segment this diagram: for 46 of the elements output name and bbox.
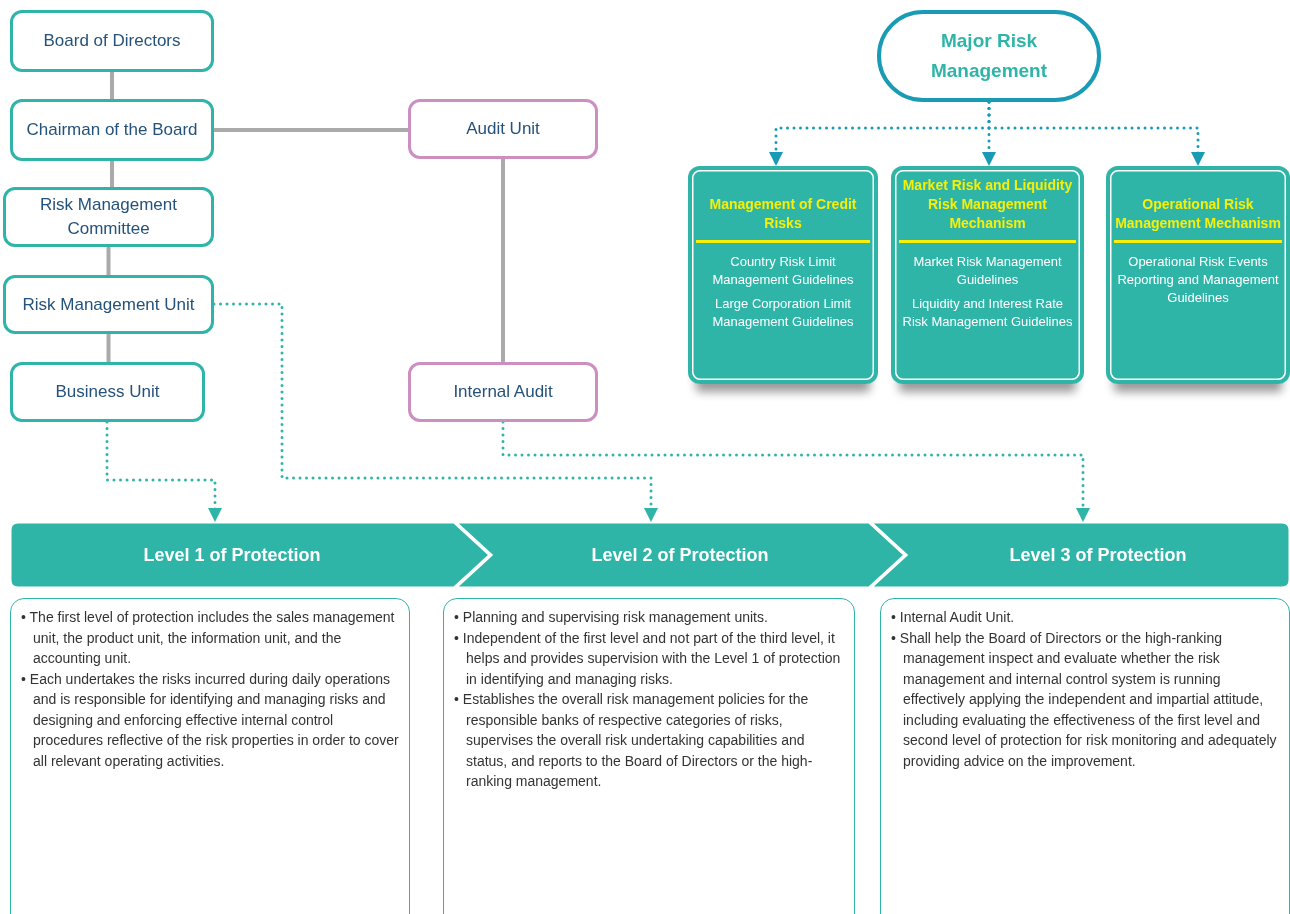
connector-line — [106, 334, 111, 362]
connector-line — [214, 128, 408, 132]
connector-line — [110, 161, 114, 187]
card-text: Operational Risk Events Reporting and Management Guidelines — [1116, 253, 1280, 307]
org-box — [10, 362, 205, 422]
box-label: Risk Management Unit — [22, 293, 195, 316]
category-card — [688, 166, 878, 384]
card-heading: Market Risk and Liquidity Risk Management Mechanism — [899, 176, 1076, 243]
card-text: Country Risk Limit Management Guidelines — [711, 253, 855, 289]
card-heading: Operational Risk Management Mechanism — [1114, 176, 1282, 243]
bullet-text: • Internal Audit Unit. — [891, 608, 1016, 627]
box-label: Internal Audit — [453, 381, 553, 403]
org-box — [408, 99, 598, 159]
bullet-text: • Shall help the Board of Directors or the high-ranking management inspect and evaluate whether the risk management and internal control system is running effectively applying the independent and impartial attitude, including evaluating the effectiveness of the first level and second level of protection for risk monitoring and adequately providing advice on the improvement. — [891, 628, 1278, 771]
box-label: Chairman of the Board — [26, 119, 198, 141]
card-text: Large Corporation Limit Management Guidelines — [711, 295, 855, 331]
category-card — [1106, 166, 1290, 384]
dotted-arrow — [987, 100, 1205, 168]
band-title: Level 2 of Protection — [591, 544, 769, 566]
connector-line — [110, 72, 114, 99]
org-box — [10, 99, 214, 161]
bullet-text: • The first level of protection includes the sales management unit, the product unit, the information unit, and the accounting unit. — [21, 608, 396, 668]
description-panel — [443, 598, 855, 914]
bullet-text: • Independent of the first level and not part of the third level, it helps and provides supervision with the Level 1 of protection in identifying and managing risks. — [454, 628, 842, 689]
org-box — [3, 275, 214, 334]
band-title: Level 1 of Protection — [143, 544, 321, 566]
bullet-text: • Each undertakes the risks incurred during daily operations and is responsible for identifying and managing risks and designing and enforcing effective internal control procedures reflective of the risk properties in order to cover all relevant operating activities. — [21, 669, 399, 771]
box-label: Risk Management Committee — [39, 194, 178, 240]
box-label: Audit Unit — [466, 118, 540, 140]
band-title: Level 3 of Protection — [1009, 544, 1187, 566]
box-label: Major Risk Management — [929, 29, 1049, 83]
connector-line — [106, 247, 111, 275]
connector-line — [501, 159, 505, 362]
card-text: Market Risk Management Guidelines — [912, 253, 1063, 289]
category-card — [891, 166, 1084, 384]
org-box — [408, 362, 598, 422]
description-panel — [10, 598, 410, 914]
card-text: Liquidity and Interest Rate Risk Management Guidelines — [901, 295, 1074, 331]
org-box — [10, 10, 214, 72]
card-heading: Management of Credit Risks — [696, 176, 870, 243]
bullet-text: • Planning and supervising risk management units. — [454, 608, 769, 627]
description-panel — [880, 598, 1290, 914]
box-label: Business Unit — [55, 381, 160, 403]
org-box — [3, 187, 214, 247]
bullet-text: • Establishes the overall risk management policies for the responsible banks of respective categories of risks, supervises the overall risk undertaking capabilities and status, and reports to the Board of Directors or the high-ranking management. — [454, 690, 814, 791]
box-label: Board of Directors — [43, 30, 181, 52]
